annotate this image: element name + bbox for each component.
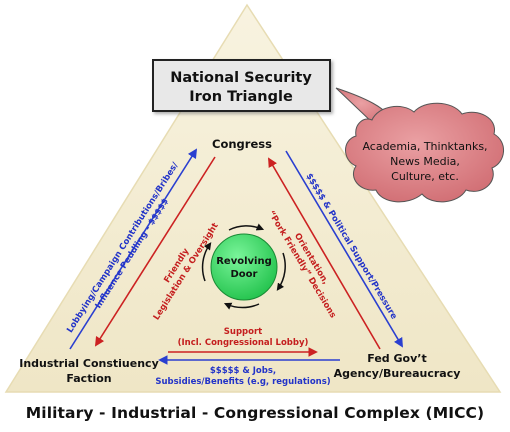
title-line-1: National Security [170,70,312,86]
label-support-line-1: Support [224,327,262,337]
revolving-door-line-2: Door [231,269,258,280]
label-jobs-line-2: Subsidies/Benefits (e.g, regulations) [155,377,330,387]
rotation-arrows-icon [201,223,286,310]
node-industry-line-1: Industrial Constiuency [19,357,159,370]
node-agency-line-2: Agency/Bureaucracy [334,367,461,380]
label-support-line-2: (Incl. Congressional Lobby) [178,338,309,348]
caption: Military - Industrial - Congressional Co… [25,404,485,422]
cloud-line-2: News Media, [390,155,460,168]
triangle-background [4,3,502,393]
revolving-door-line-1: Revolving [216,256,272,267]
node-industry-line-2: Faction [66,372,111,385]
arrow-pork-decisions [268,157,381,350]
cloud-callout [335,87,504,203]
title-box [152,59,331,112]
node-congress: Congress [212,137,272,151]
arrow-lobbying [69,148,198,350]
label-jobs-line-1: $$$$$ & Jobs, [210,366,276,376]
cloud-line-1: Academia, Thinktanks, [362,140,487,153]
cloud-line-3: Culture, etc. [391,170,459,183]
node-agency-line-1: Fed Gov’t [367,352,426,365]
arrow-friendly-legislation [94,156,216,347]
title-line-2: Iron Triangle [189,89,293,105]
arrow-political-support [285,150,403,348]
revolving-door-circle [210,233,278,301]
